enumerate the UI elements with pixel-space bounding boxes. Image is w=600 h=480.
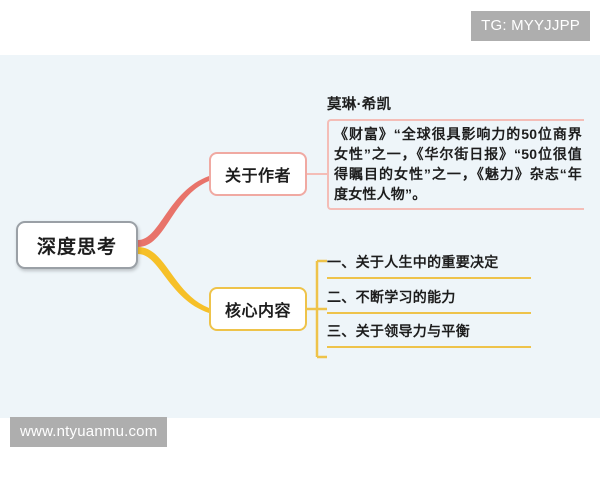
branch-node-core-content-label: 核心内容: [224, 303, 291, 320]
branch-node-about-author[interactable]: 关于作者: [209, 152, 307, 196]
mindmap-canvas: 深度思考 关于作者 莫琳·希凯 《财富》“全球很具影响力的50位商界女性”之一，…: [0, 55, 600, 418]
leaf-node-core-item-1[interactable]: 一、关于人生中的重要决定: [327, 252, 531, 279]
leaf-node-core-item-3[interactable]: 三、关于领导力与平衡: [327, 321, 531, 348]
root-node-label: 深度思考: [36, 236, 117, 258]
edge-root-to-author: [138, 176, 209, 247]
connector-edges: [138, 173, 327, 359]
leaf-node-core-item-2[interactable]: 二、不断学习的能力: [327, 287, 531, 314]
author-bio-text: 《财富》“全球很具影响力的50位商界女性”之一，《华尔街日报》“50位很值得瞩目…: [327, 119, 584, 211]
watermark-top: TG: MYYJJPP: [471, 11, 590, 41]
author-name: 莫琳·希凯: [327, 97, 392, 113]
branch-node-core-content[interactable]: 核心内容: [209, 287, 307, 331]
branch-node-about-author-label: 关于作者: [224, 168, 291, 185]
author-detail-block: 莫琳·希凯 《财富》“全球很具影响力的50位商界女性”之一，《华尔街日报》“50…: [327, 97, 584, 211]
edge-root-to-core: [138, 247, 209, 313]
watermark-bottom: www.ntyuanmu.com: [10, 417, 168, 447]
root-node-deep-thinking[interactable]: 深度思考: [16, 221, 138, 269]
